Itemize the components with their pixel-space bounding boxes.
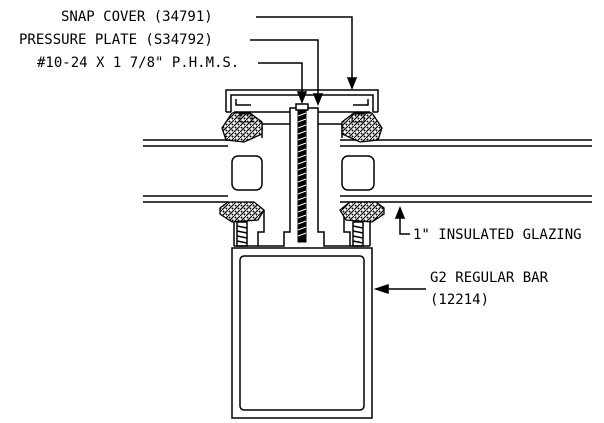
leader-pressure-plate [250, 39, 324, 107]
setting-screw-right [352, 221, 364, 247]
machine-screw [295, 103, 309, 243]
leader-regular-bar [373, 283, 426, 295]
setting-screw-left [236, 221, 248, 247]
regular-bar [231, 247, 373, 419]
glazing-right-panel [340, 139, 592, 203]
leader-glazing [394, 205, 410, 235]
gasket-bottom-left [219, 201, 265, 223]
glazing-left-panel [143, 139, 263, 203]
leader-snap-cover [256, 16, 358, 91]
label-snap-cover: SNAP COVER (34791) [61, 9, 213, 25]
label-screw: #10-24 X 1 7/8" P.H.M.S. [37, 55, 240, 71]
snap-cover-detail [239, 113, 365, 123]
label-regular-bar: G2 REGULAR BAR [430, 270, 549, 286]
leader-screw [258, 62, 308, 105]
gasket-bottom-right [339, 201, 385, 223]
label-regular-bar-part: (12214) [430, 292, 490, 308]
label-glazing: 1" INSULATED GLAZING [413, 227, 582, 243]
label-pressure-plate: PRESSURE PLATE (S34792) [19, 32, 213, 48]
